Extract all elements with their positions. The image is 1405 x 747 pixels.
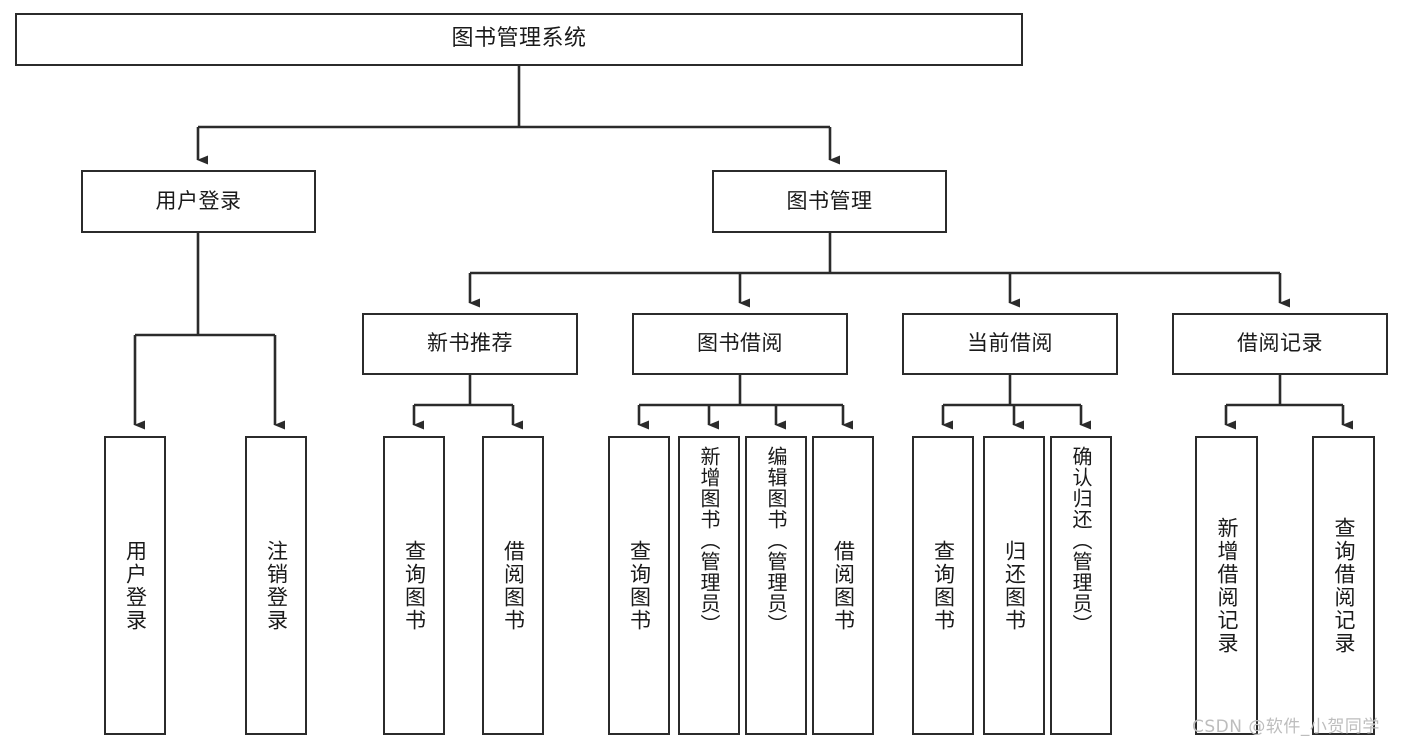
node-label: 查询图书 — [627, 539, 652, 632]
leaf-query-book-borrowing[interactable]: 查询图书 — [608, 436, 670, 735]
node-label: 查询图书 — [931, 539, 956, 632]
leaf-borrow-book-new-recommendation[interactable]: 借阅图书 — [482, 436, 544, 735]
leaf-query-book-new-recommendation[interactable]: 查询图书 — [383, 436, 445, 735]
node-book-management[interactable]: 图书管理 — [712, 170, 947, 233]
node-label: 新书推荐 — [427, 331, 513, 356]
node-user-login[interactable]: 用户登录 — [81, 170, 316, 233]
node-label: 图书管理系统 — [451, 26, 587, 52]
node-label: 新增借阅记录 — [1215, 516, 1239, 655]
node-label: 查询图书 — [402, 539, 427, 632]
node-label: 归还图书 — [1002, 539, 1027, 632]
leaf-query-borrow-record[interactable]: 查询借阅记录 — [1312, 436, 1375, 735]
node-root-book-management-system[interactable]: 图书管理系统 — [15, 13, 1023, 66]
node-label: 注销登录 — [264, 539, 289, 632]
node-borrowing-record[interactable]: 借阅记录 — [1172, 313, 1388, 375]
node-current-borrowing[interactable]: 当前借阅 — [902, 313, 1118, 375]
leaf-add-book-admin[interactable]: 新增图书（管理员） — [678, 436, 740, 735]
node-book-borrowing[interactable]: 图书借阅 — [632, 313, 848, 375]
node-label: 当前借阅 — [967, 331, 1053, 356]
node-label: 图书管理 — [786, 188, 873, 213]
node-label: 图书借阅 — [697, 331, 783, 356]
leaf-borrow-book-borrowing[interactable]: 借阅图书 — [812, 436, 874, 735]
node-label: 借阅图书 — [501, 539, 526, 632]
node-new-book-recommendation[interactable]: 新书推荐 — [362, 313, 578, 375]
leaf-add-borrow-record[interactable]: 新增借阅记录 — [1195, 436, 1258, 735]
leaf-logout[interactable]: 注销登录 — [245, 436, 307, 735]
leaf-return-book[interactable]: 归还图书 — [983, 436, 1045, 735]
csdn-watermark: CSDN @软件_小贺同学 — [1192, 717, 1380, 737]
node-label: 新增图书（管理员） — [697, 446, 721, 635]
node-label: 编辑图书（管理员） — [764, 446, 788, 635]
node-label: 查询借阅记录 — [1332, 516, 1356, 655]
node-label: 借阅图书 — [831, 539, 856, 632]
node-label: 用户登录 — [123, 539, 148, 632]
node-label: 确认归还（管理员） — [1069, 446, 1093, 635]
leaf-query-book-current[interactable]: 查询图书 — [912, 436, 974, 735]
leaf-user-login[interactable]: 用户登录 — [104, 436, 166, 735]
leaf-confirm-return-admin[interactable]: 确认归还（管理员） — [1050, 436, 1112, 735]
node-label: 借阅记录 — [1237, 331, 1323, 356]
node-label: 用户登录 — [155, 188, 242, 213]
leaf-edit-book-admin[interactable]: 编辑图书（管理员） — [745, 436, 807, 735]
